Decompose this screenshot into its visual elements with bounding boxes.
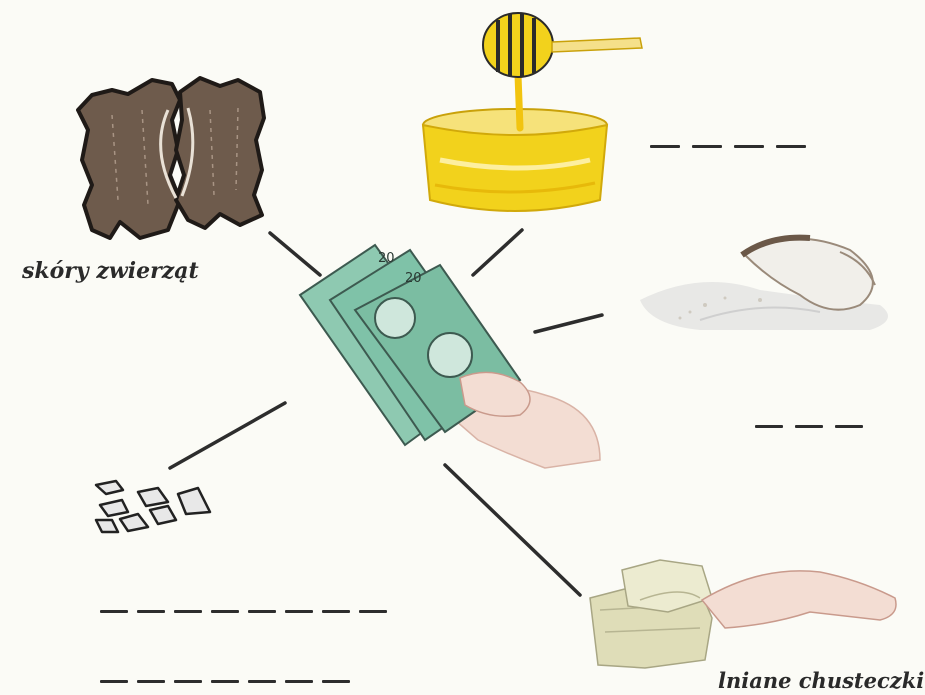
blank-letter-slot bbox=[795, 425, 823, 428]
blank-letter-slot bbox=[285, 680, 313, 683]
blank-letter-slot bbox=[174, 680, 202, 683]
honey-pot-image bbox=[421, 12, 643, 212]
blank-letter-slot bbox=[174, 610, 202, 613]
blank-letter-slot bbox=[734, 145, 764, 148]
blank-letter-slot bbox=[100, 680, 128, 683]
blank-letter-slot bbox=[359, 610, 387, 613]
answer-blank-honey[interactable] bbox=[650, 145, 818, 148]
blank-letter-slot bbox=[137, 680, 165, 683]
amber-pieces-image bbox=[94, 479, 212, 534]
connector-amber bbox=[168, 401, 287, 470]
blank-letter-slot bbox=[755, 425, 783, 428]
blank-letter-slot bbox=[322, 610, 350, 613]
label-linen-handkerchiefs: lniane chusteczki bbox=[718, 668, 925, 693]
label-animal-skins: skóry zwierząt bbox=[22, 258, 199, 284]
answer-blank-amber-line-2[interactable] bbox=[100, 680, 359, 683]
blank-letter-slot bbox=[776, 145, 806, 148]
blank-letter-slot bbox=[835, 425, 863, 428]
blank-letter-slot bbox=[650, 145, 680, 148]
connector-salt bbox=[533, 313, 604, 334]
blank-letter-slot bbox=[211, 680, 239, 683]
blank-letter-slot bbox=[285, 610, 313, 613]
blank-letter-slot bbox=[322, 680, 350, 683]
answer-blank-amber-line-1[interactable] bbox=[100, 610, 396, 613]
blank-letter-slot bbox=[211, 610, 239, 613]
answer-blank-salt[interactable] bbox=[755, 425, 875, 428]
blank-letter-slot bbox=[248, 680, 276, 683]
blank-letter-slot bbox=[248, 610, 276, 613]
blank-letter-slot bbox=[100, 610, 128, 613]
svg-text:20: 20 bbox=[378, 251, 395, 266]
connector-linen bbox=[443, 463, 582, 597]
connector-skins bbox=[268, 231, 322, 277]
salt-sack-image bbox=[640, 234, 888, 330]
linen-handkerchiefs-image bbox=[589, 559, 897, 669]
blank-letter-slot bbox=[692, 145, 722, 148]
connector-honey bbox=[471, 228, 524, 277]
animal-skins-image bbox=[76, 76, 266, 240]
connector-lines bbox=[168, 228, 604, 597]
blank-letter-slot bbox=[137, 610, 165, 613]
svg-text:20: 20 bbox=[405, 271, 422, 286]
money-hand-image: 20 20 bbox=[298, 243, 601, 469]
